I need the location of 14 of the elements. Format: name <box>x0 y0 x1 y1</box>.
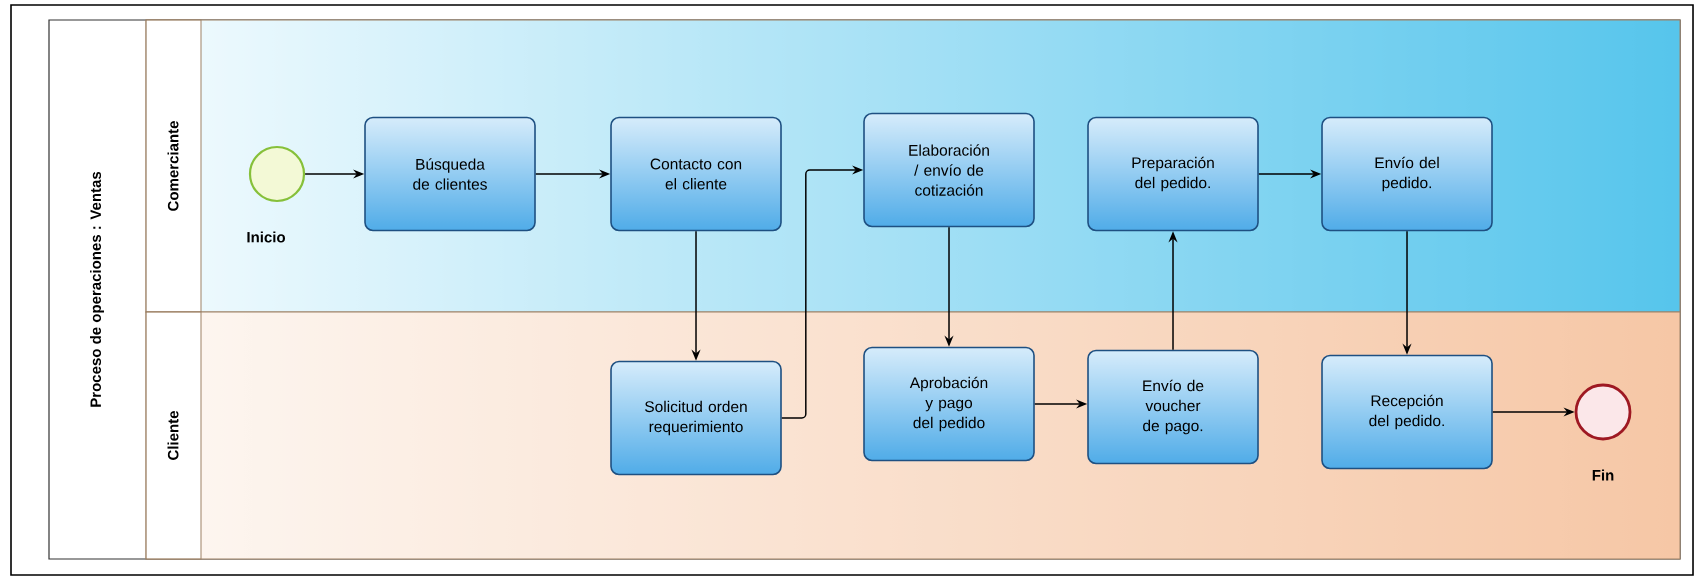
task-box: Contacto con el cliente <box>610 116 782 232</box>
task-box: Envío de voucher de pago. <box>1087 349 1259 465</box>
task-box: Aprobación y pago del pedido <box>863 346 1035 462</box>
pool-label: Proceso de operaciones : Ventas <box>90 171 104 407</box>
task-box: Envío del pedido. <box>1321 116 1493 232</box>
event-label: Inicio <box>247 231 285 243</box>
task-box: Preparación del pedido. <box>1087 116 1259 232</box>
task-box: Solicitud orden requerimiento <box>610 360 782 476</box>
lane-label: Comerciante <box>167 121 179 211</box>
task-box: Elaboración / envío de cotización <box>863 112 1035 228</box>
task-box: Búsqueda de clientes <box>364 116 536 232</box>
task-box: Recepción del pedido. <box>1321 354 1493 470</box>
lane-label: Cliente <box>167 411 179 460</box>
event-label: Fin <box>1592 469 1614 481</box>
